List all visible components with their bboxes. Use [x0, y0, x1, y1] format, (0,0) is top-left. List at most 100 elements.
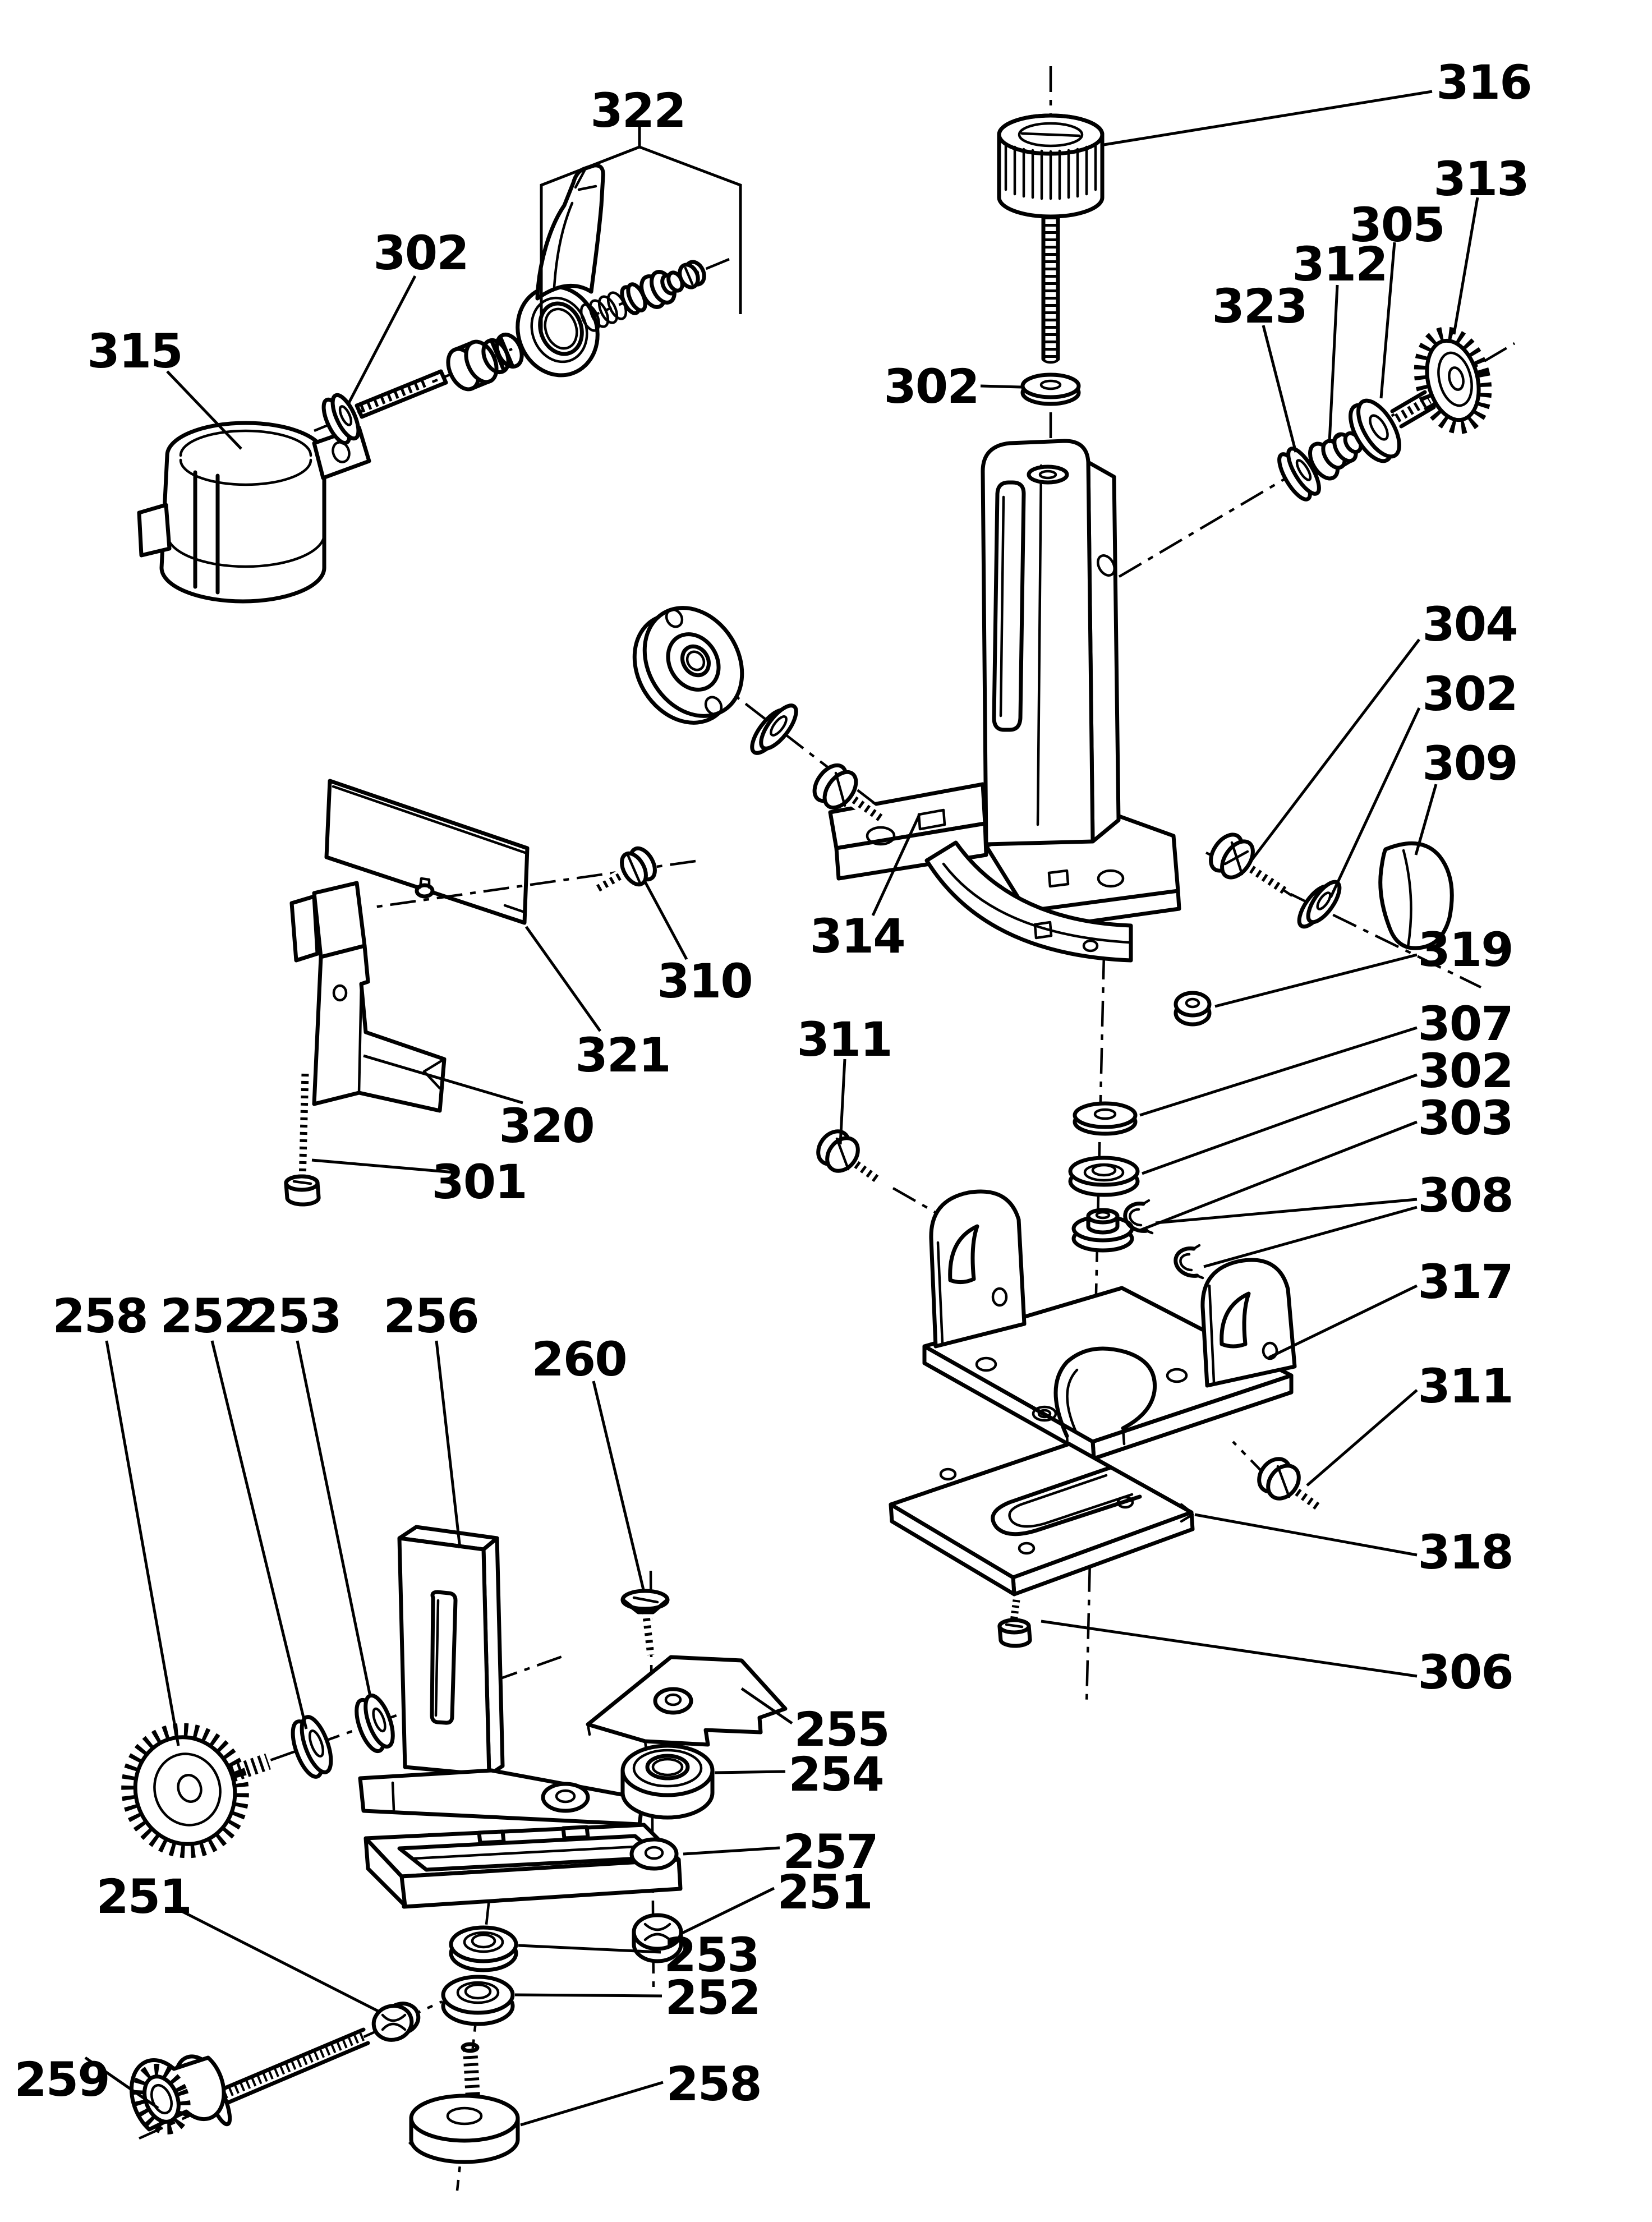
leader-308: [1203, 1206, 1418, 1268]
housing-pivot-flange: [632, 606, 744, 725]
part-label-302-6: 302: [883, 359, 978, 414]
leader-302: [1142, 1073, 1418, 1175]
part-322-lever-assembly: [321, 163, 706, 445]
part-315-clamp-collar: [137, 421, 371, 604]
leader-308: [1155, 1198, 1418, 1225]
part-320-pointer-block: [289, 881, 447, 1113]
part-260-screw: [620, 1589, 670, 1656]
part-label-322-0: 322: [590, 83, 685, 138]
part-304-screw: [1209, 832, 1293, 897]
part-316-thumbscrew: [997, 113, 1105, 364]
part-label-258-38: 258: [666, 2057, 761, 2111]
leader-314: [871, 812, 922, 917]
part-318-base-plate: [889, 1442, 1195, 1597]
part-label-315-8: 315: [87, 324, 182, 379]
part-258-knob-b: [408, 2042, 521, 2164]
leader-304: [1250, 638, 1420, 862]
leader-320: [363, 1054, 523, 1105]
part-label-323-5: 323: [1212, 279, 1306, 334]
part-319-nut: [1174, 991, 1212, 1027]
leader-302: [347, 275, 417, 404]
part-label-259-40: 259: [14, 2052, 109, 2107]
part-label-303-16: 303: [1418, 1091, 1512, 1145]
leader-253: [518, 1944, 661, 1954]
leader-252: [514, 1993, 662, 1998]
leader-316: [1103, 90, 1433, 146]
part-308-eclips: [1123, 1199, 1204, 1280]
leader-311: [839, 1059, 846, 1145]
part-label-255-32: 255: [794, 1702, 889, 1757]
part-label-302-7: 302: [373, 226, 468, 280]
part-307-washer: [1073, 1101, 1138, 1136]
leader-302: [1329, 707, 1421, 899]
part-label-305-3: 305: [1349, 197, 1444, 252]
parts-layer: [121, 113, 1492, 2164]
leader-259: [84, 2056, 159, 2110]
leader-319: [1214, 953, 1418, 1008]
part-309-cam-cover: [1378, 841, 1454, 950]
leader-258: [105, 1340, 180, 1746]
leader-322: [540, 126, 641, 337]
part-label-260-31: 260: [531, 1332, 626, 1387]
part-label-253-36: 253: [664, 1927, 758, 1982]
clamp-tab: [137, 503, 172, 558]
part-label-253-29: 253: [246, 1289, 340, 1344]
part-label-256-30: 256: [383, 1289, 478, 1344]
part-label-312-4: 312: [1292, 237, 1387, 292]
part-306-screw: [997, 1599, 1032, 1648]
part-311-screw-a: [816, 1129, 883, 1186]
part-257-slide: [363, 1823, 683, 1909]
part-label-302-15: 302: [1418, 1043, 1512, 1098]
leader-255: [740, 1687, 793, 1725]
part-302-washer-d: [1068, 1156, 1140, 1197]
part-252-washer-a: [291, 1715, 333, 1779]
leader-318: [1194, 1513, 1418, 1557]
part-251-nut-a: [632, 1913, 683, 1963]
part-253-washer-b: [449, 1925, 518, 1972]
bracket-right-ear: [1200, 1258, 1297, 1388]
part-label-254-33: 254: [788, 1747, 883, 1802]
part-label-302-10: 302: [1422, 666, 1517, 721]
part-label-311-17: 311: [797, 1012, 891, 1067]
leader-312: [1328, 284, 1339, 443]
leader-323: [1262, 325, 1297, 453]
leader-251: [177, 1908, 380, 2013]
part-310-screw: [592, 846, 657, 895]
leader-303: [1138, 1120, 1418, 1232]
part-label-301-26: 301: [431, 1154, 526, 1209]
leader-252: [210, 1340, 308, 1729]
leader-253: [296, 1340, 372, 1697]
leader-305: [1379, 242, 1396, 399]
part-323-washer: [1277, 447, 1321, 502]
part-label-310-23: 310: [657, 954, 752, 1009]
part-label-314-12: 314: [809, 909, 904, 964]
leader-321: [524, 926, 602, 1032]
part-label-257-34: 257: [783, 1824, 877, 1879]
lever-handle: [535, 163, 605, 301]
part-301-screw: [284, 1073, 321, 1207]
leader-317: [1268, 1284, 1418, 1359]
part-254-bearing: [620, 1743, 715, 1820]
leader-302: [980, 384, 1021, 389]
part-303-bushing: [1071, 1208, 1134, 1253]
part-255-plate: [586, 1655, 788, 1752]
part-label-258-27: 258: [52, 1289, 147, 1344]
part-251-nut-c: [371, 2002, 421, 2042]
part-258-knob-a: [121, 1723, 272, 1858]
part-259-thumbscrew: [129, 2027, 370, 2135]
centerline-311a: [892, 1187, 941, 1216]
leader-257: [683, 1846, 780, 1856]
part-label-304-9: 304: [1422, 597, 1517, 652]
housing-flange-screw: [812, 763, 886, 825]
part-label-251-39: 251: [96, 1869, 191, 1924]
bracket-left-ear: [929, 1189, 1027, 1349]
part-321-window: [324, 779, 530, 925]
part-label-307-14: 307: [1418, 996, 1512, 1051]
part-253-washer-a: [355, 1693, 395, 1754]
part-311-screw-b: [1257, 1457, 1324, 1513]
part-label-252-37: 252: [665, 1970, 760, 2025]
part-label-313-2: 313: [1433, 151, 1528, 206]
part-305-washer: [1349, 398, 1401, 463]
